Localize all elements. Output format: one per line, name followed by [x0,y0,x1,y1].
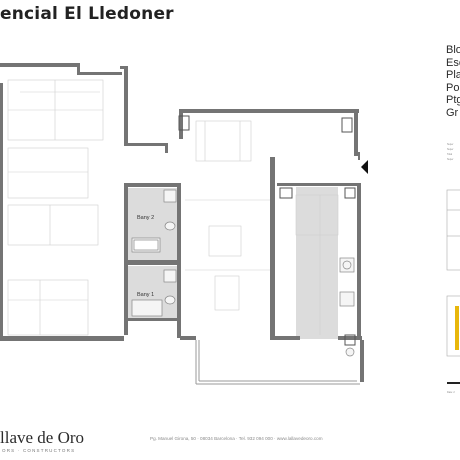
info-floor: Pla [446,69,460,81]
fixtures [131,189,355,357]
room-label-bath-1: Bany 1 [137,292,154,298]
info-stair: Esc [446,56,460,69]
company-address: Pg. Manuel Girona, 50 · 08034 Barcelona … [150,436,323,441]
balcony-rail [195,340,360,385]
info-gr: Gr [446,106,459,119]
unit-info-labels: Blo Esc Pla Po Ptg Gr [446,44,460,119]
svg-text:Super: Super [447,143,454,146]
date-label: Date: 2 [447,391,455,394]
brand-subtitle: ORS · CONSTRUCTORS [2,448,76,453]
svg-text:Total: Total [447,153,453,156]
scale-bar [447,382,460,384]
brand-logo: llave de Oro [0,428,85,447]
info-block: Blo [446,44,460,56]
mini-plan-highlight [455,306,459,350]
mini-plan-thumbnail [446,189,460,357]
info-door: Po [446,81,460,94]
svg-text:Super: Super [447,148,454,151]
entrance-arrow-icon [361,160,368,174]
mini-legend: Super Super Total Super [447,143,454,161]
furniture-lines [7,79,339,336]
info-ptg: Ptg [446,94,460,106]
page-title: encial El Lledoner [0,4,174,24]
room-label-bath-2: Bany 2 [137,215,154,221]
kitchen-floor [296,187,338,339]
columns [178,115,356,346]
svg-text:Super: Super [447,158,454,161]
walls [0,63,364,382]
